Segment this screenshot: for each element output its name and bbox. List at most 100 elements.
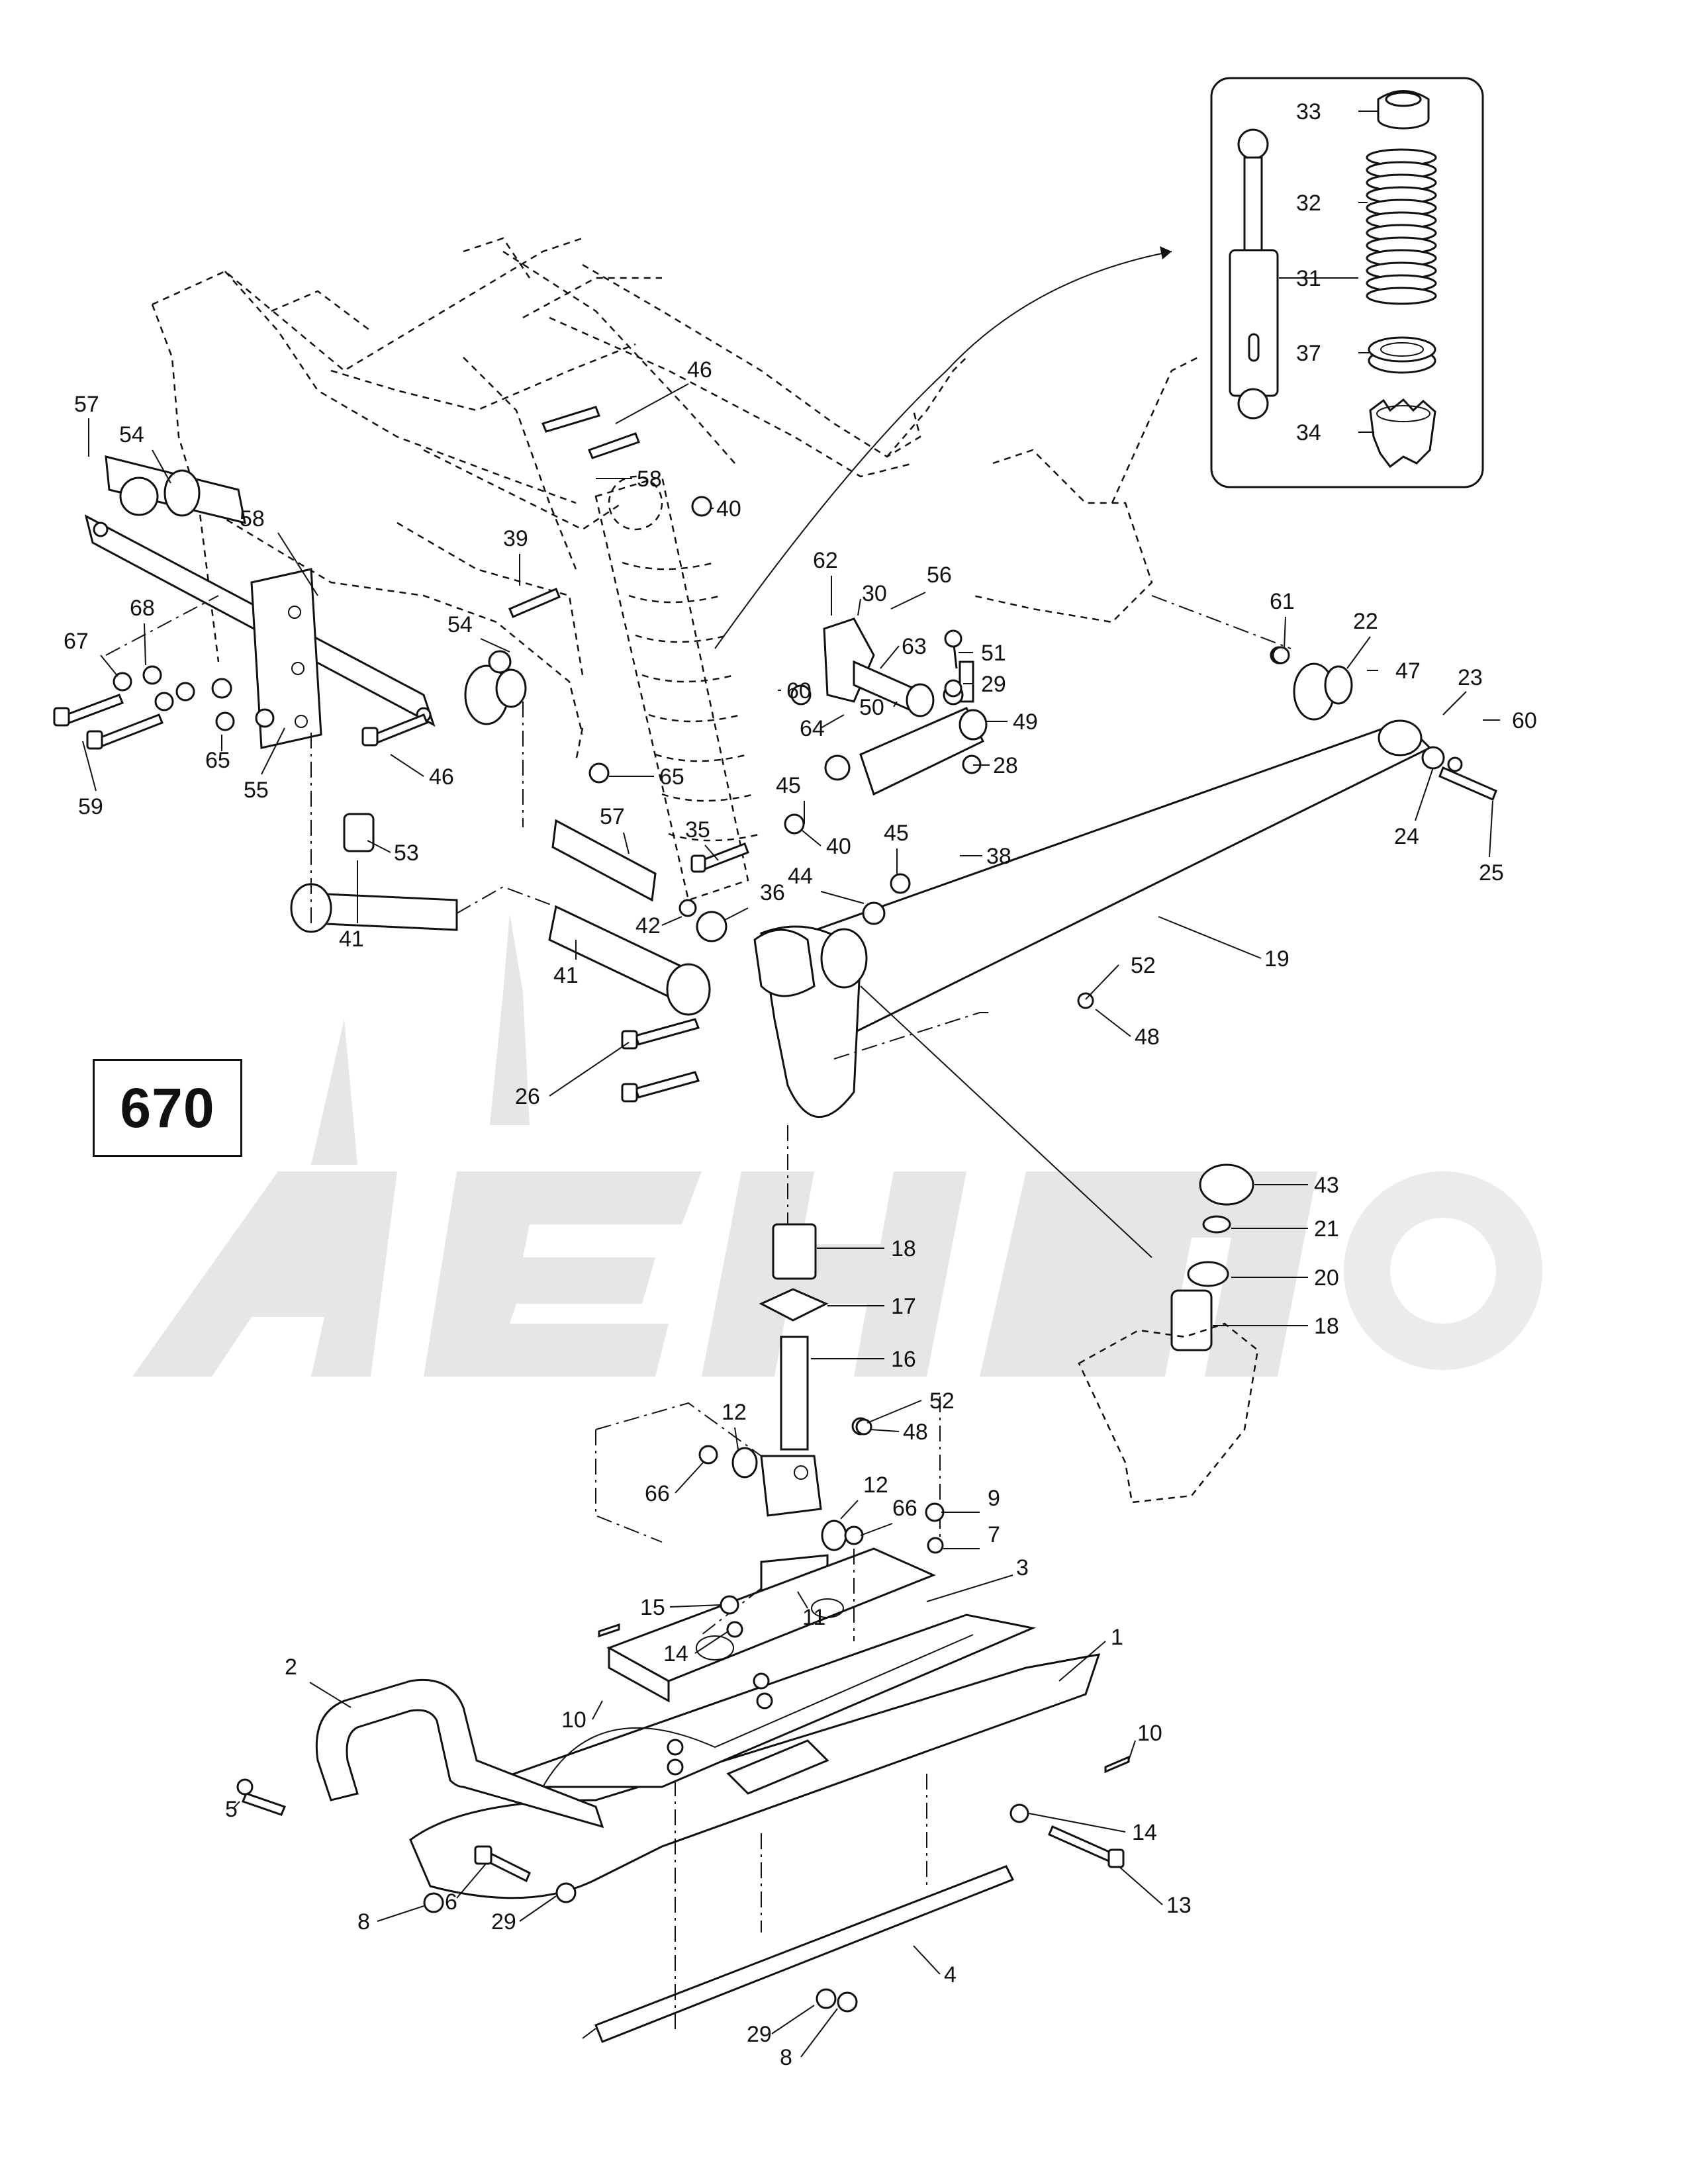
ski [409, 1614, 1101, 1899]
mounted-shock-dashed [594, 475, 762, 901]
callout-54: 54 [119, 422, 144, 447]
callout-40: 40 [826, 834, 851, 859]
callout-29: 29 [491, 1909, 516, 1934]
callout-32: 32 [1296, 191, 1321, 216]
callout-44: 44 [788, 864, 813, 889]
callout-leader-10 [1128, 1740, 1136, 1761]
callout-leader-8 [377, 1905, 424, 1922]
spindle-bushing-parts [1078, 1163, 1259, 1504]
spindle-assembly [698, 1223, 870, 1593]
callout-63: 63 [902, 634, 927, 659]
callout-55: 55 [244, 778, 269, 803]
callout-61: 61 [1270, 589, 1295, 614]
callout-leader-29 [771, 2005, 815, 2034]
callout-leader-36 [724, 907, 749, 921]
callout-60: 60 [1512, 708, 1537, 733]
callout-31: 31 [1296, 266, 1321, 291]
callout-leader-59 [82, 741, 97, 792]
callout-66: 66 [645, 1481, 670, 1506]
callout-52: 52 [929, 1388, 955, 1414]
callout-39: 39 [503, 526, 528, 551]
callout-leader-8 [800, 2008, 838, 2058]
callout-leader-25 [1489, 800, 1493, 858]
callout-3: 3 [1016, 1555, 1029, 1580]
callout-38: 38 [986, 844, 1011, 869]
callout-leader-6 [456, 1862, 487, 1899]
detail-arrowhead [1160, 246, 1172, 259]
upper-right-mount [972, 356, 1199, 623]
spring-seat [1368, 336, 1436, 374]
ski-leg [606, 1547, 936, 1703]
callout-12: 12 [863, 1473, 888, 1498]
callout-leader-13 [1118, 1866, 1163, 1905]
callout-leader-10 [592, 1700, 603, 1720]
callout-leader-3 [926, 1574, 1013, 1602]
callout-35: 35 [685, 817, 710, 842]
callout-62: 62 [813, 548, 838, 573]
callout-leader-4 [913, 1945, 941, 1975]
callout-23: 23 [1458, 665, 1483, 690]
callout-leader-30 [857, 598, 861, 616]
callout-48: 48 [1135, 1024, 1160, 1050]
section-number: 670 [120, 1076, 215, 1139]
callout-leader-5 [232, 1801, 240, 1809]
callout-56: 56 [927, 563, 952, 588]
callout-leader-46 [390, 754, 424, 777]
callout-36: 36 [760, 880, 785, 905]
callout-leader-12 [734, 1427, 739, 1450]
trailing-arm [753, 646, 1463, 1118]
callout-6: 6 [445, 1889, 457, 1915]
steering-bracket [823, 617, 988, 796]
callout-13: 13 [1166, 1893, 1192, 1918]
callout-33: 33 [1296, 99, 1321, 124]
callout-65: 65 [659, 764, 684, 790]
callout-16: 16 [891, 1347, 916, 1372]
callout-10: 10 [1137, 1721, 1162, 1746]
callout-leader-35 [704, 844, 719, 861]
callout-42: 42 [635, 913, 661, 938]
lower-rods [290, 813, 727, 1016]
callout-54: 54 [447, 612, 473, 637]
detail-arrow [714, 251, 1172, 649]
callout-2: 2 [285, 1655, 297, 1680]
callout-leader-58 [277, 532, 318, 596]
callout-9: 9 [988, 1486, 1000, 1511]
ski-handle [315, 1678, 604, 1829]
callout-14: 14 [663, 1641, 688, 1666]
callout-40: 40 [716, 496, 741, 522]
callout-47: 47 [1395, 659, 1421, 684]
callout-8: 8 [357, 1909, 370, 1934]
callout-leader-52 [1085, 964, 1119, 1000]
callout-leader-66 [675, 1462, 704, 1494]
callout-leader-14 [694, 1631, 729, 1654]
callout-leader-15 [669, 1604, 722, 1608]
callout-leader-44 [820, 891, 865, 904]
callout-52: 52 [1131, 953, 1156, 978]
callout-leader-50 [893, 701, 898, 707]
callout-leader-61 [1284, 616, 1286, 649]
callout-20: 20 [1314, 1265, 1339, 1291]
callout-leader-40 [802, 830, 821, 846]
callout-10: 10 [561, 1707, 586, 1733]
callout-leader-1 [1058, 1641, 1106, 1682]
callout-58: 58 [637, 467, 662, 492]
callout-45: 45 [776, 773, 801, 798]
callout-leader-63 [880, 645, 900, 669]
callout-leader-68 [144, 623, 146, 666]
callout-leader-48 [1095, 1009, 1131, 1037]
callout-46: 46 [429, 764, 454, 790]
callout-leader-19 [1158, 916, 1262, 959]
callout-26: 26 [515, 1084, 540, 1109]
callout-43: 43 [1314, 1173, 1339, 1198]
callout-leader-12 [840, 1500, 859, 1520]
callout-1: 1 [1111, 1625, 1123, 1650]
callout-15: 15 [640, 1595, 665, 1620]
callout-65: 65 [205, 748, 230, 773]
section-number-box: 670 [93, 1059, 242, 1157]
callout-leader-64 [820, 714, 845, 729]
callout-68: 68 [130, 596, 155, 621]
callout-25: 25 [1479, 860, 1504, 886]
callout-57: 57 [74, 392, 99, 417]
callout-leader-22 [1346, 636, 1371, 669]
callout-22: 22 [1353, 609, 1378, 634]
